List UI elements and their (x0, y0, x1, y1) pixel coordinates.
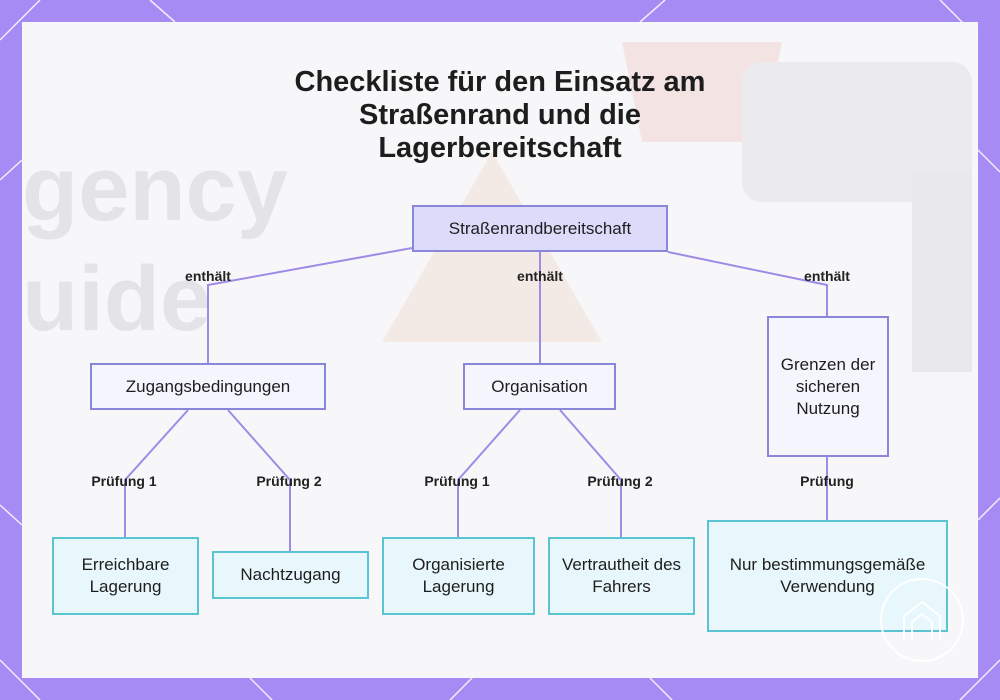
edge-label-check2-organisation: Prüfung 2 (587, 473, 653, 489)
edge-label-check1-access: Prüfung 1 (91, 473, 157, 489)
edge-label-contains-limits: enthält (804, 268, 850, 284)
node-organized-storage: Organisierte Lagerung (382, 537, 535, 615)
title-line-1: Checkliste für den Einsatz am (294, 66, 706, 98)
node-roadside-readiness: Straßenrandbereitschaft (412, 205, 668, 252)
edge-label-check1-organisation: Prüfung 1 (424, 473, 490, 489)
background-watermark-word-2: uide (22, 248, 212, 350)
edge-label-contains-organisation: enthält (517, 268, 563, 284)
background-watermark-word-1: gency (22, 138, 288, 240)
edge-label-check2-access: Prüfung 2 (256, 473, 322, 489)
node-reachable-storage: Erreichbare Lagerung (52, 537, 199, 615)
node-access-conditions: Zugangsbedingungen (90, 363, 326, 410)
edge-label-contains-access: enthält (185, 268, 231, 284)
house-logo-icon (903, 600, 941, 640)
node-night-access: Nachtzugang (212, 551, 369, 599)
diagram-title: Checkliste für den Einsatz am Straßenran… (0, 66, 1000, 165)
blurred-background-shapes (382, 42, 972, 372)
title-line-2: Straßenrand und die (359, 99, 641, 131)
node-driver-familiarity: Vertrautheit des Fahrers (548, 537, 695, 615)
edge-label-check-limits: Prüfung (800, 473, 854, 489)
watermark-logo (880, 578, 964, 662)
node-organisation: Organisation (463, 363, 616, 410)
node-safe-use-limits: Grenzen der sicheren Nutzung (767, 316, 889, 457)
title-line-3: Lagerbereitschaft (378, 132, 622, 164)
